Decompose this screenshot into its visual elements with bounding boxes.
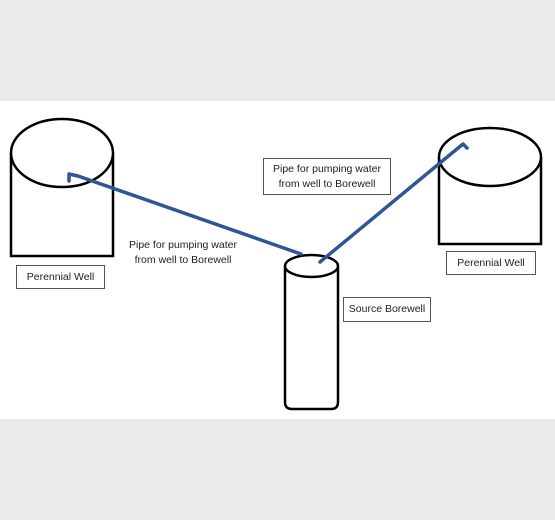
right-pipe	[318, 142, 469, 264]
right-pipe-label-line1: Pipe for pumping water	[273, 162, 381, 175]
left-pipe-label: Pipe for pumping water from well to Bore…	[120, 238, 246, 268]
top-gray-band	[0, 0, 555, 101]
right-well-label-text: Perennial Well	[457, 256, 525, 269]
right-well-label: Perennial Well	[446, 251, 536, 275]
left-well-label-text: Perennial Well	[26, 270, 95, 283]
borewell-label: Source Borewell	[343, 297, 431, 322]
left-pipe-label-line1: Pipe for pumping water	[129, 239, 237, 251]
right-well-cylinder	[437, 126, 543, 246]
left-pipe	[67, 172, 303, 256]
borewell-label-text: Source Borewell	[348, 303, 426, 315]
bottom-gray-band	[0, 419, 555, 520]
borewell-cylinder	[283, 253, 340, 411]
left-well-label: Perennial Well	[16, 265, 105, 289]
right-pipe-label: Pipe for pumping water from well to Bore…	[263, 158, 391, 195]
right-pipe-label-line2: from well to Borewell	[278, 177, 376, 190]
left-well-cylinder	[9, 117, 115, 258]
left-pipe-label-line2: from well to Borewell	[134, 254, 232, 266]
